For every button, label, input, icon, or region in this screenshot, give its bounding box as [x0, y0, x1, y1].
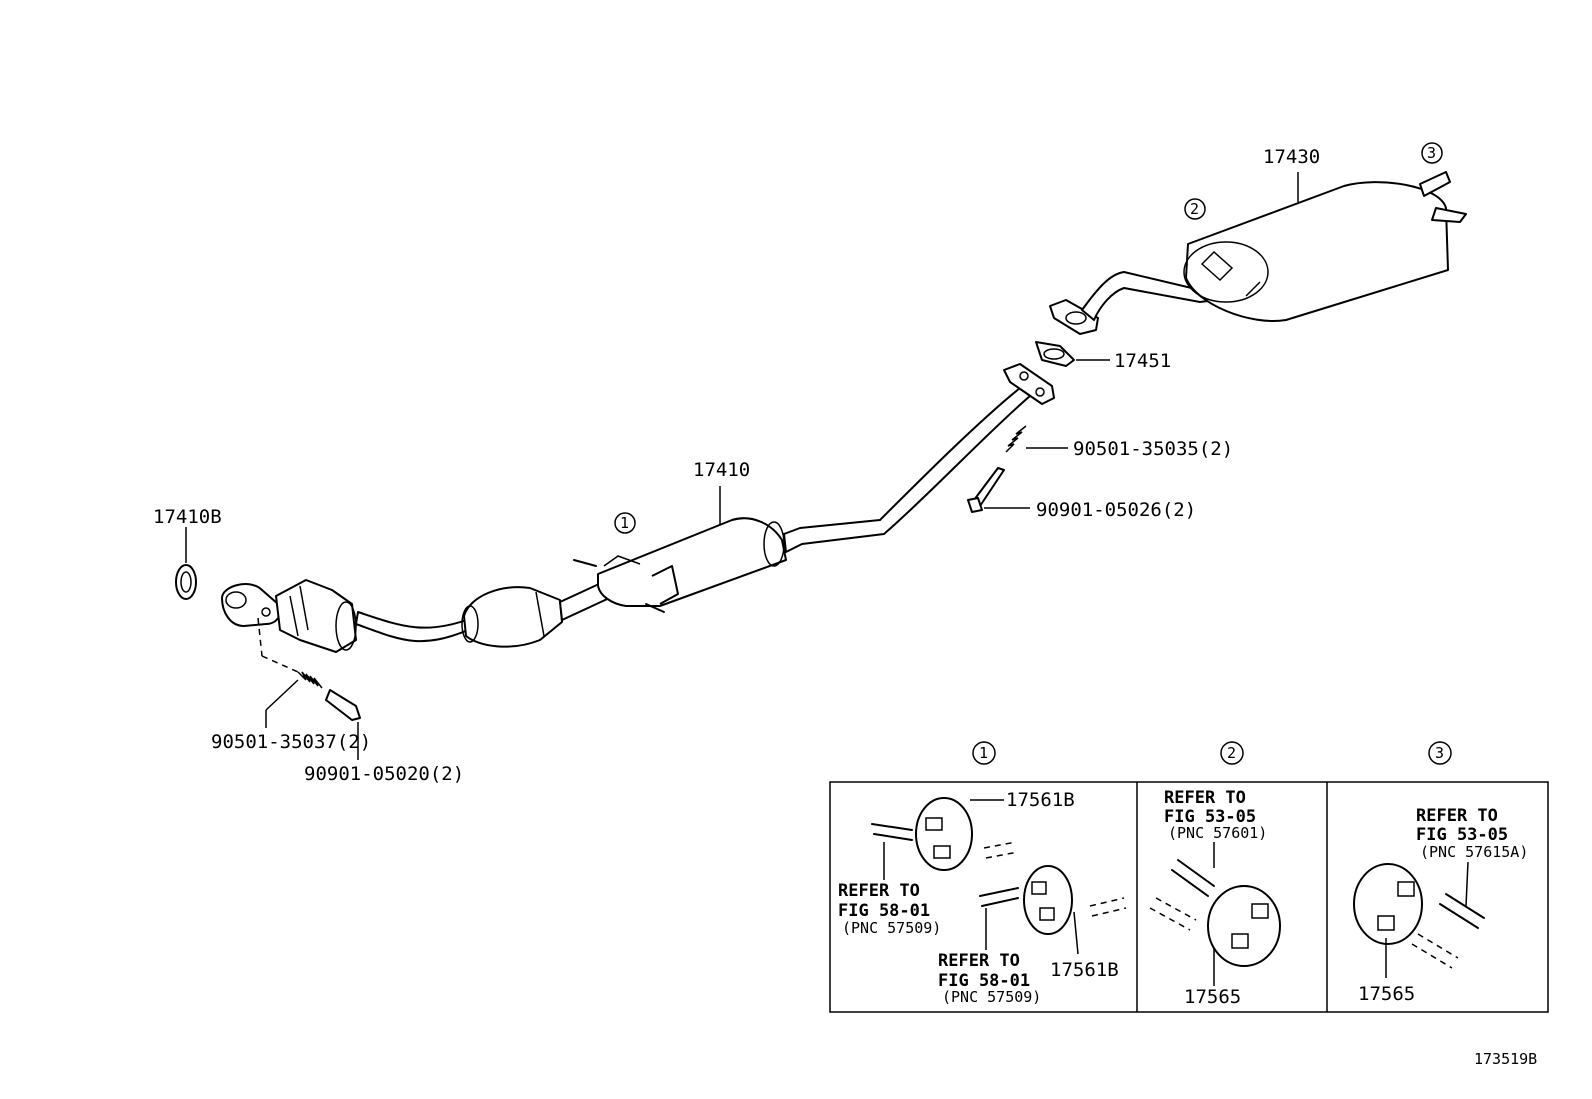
box2-part[interactable]: 17565: [1184, 986, 1241, 1008]
box1-ref-a-line2: FIG 58-01: [838, 901, 930, 921]
gasket-17410b-drawing: [175, 527, 197, 600]
box1-ref-b-line2: FIG 58-01: [938, 971, 1030, 991]
box1-callout-label: 1: [979, 744, 988, 762]
rear-fasteners-drawing: [967, 425, 1068, 513]
callout-2-marker: [1184, 198, 1206, 220]
box2-ref-line1: REFER TO: [1164, 788, 1246, 808]
box2-callout-label: 2: [1227, 744, 1236, 762]
figure-id: 173519B: [1474, 1050, 1537, 1068]
box2-ref-line2: FIG 53-05: [1164, 807, 1256, 827]
part-label-90501-35035[interactable]: 90501-35035(2): [1073, 438, 1233, 460]
part-label-90501-35037[interactable]: 90501-35037(2): [211, 731, 371, 753]
box1-part-bottom[interactable]: 17561B: [1050, 959, 1119, 981]
box1-ref-b-line1: REFER TO: [938, 951, 1020, 971]
box3-callout-label: 3: [1435, 744, 1444, 762]
box3-ref-line1: REFER TO: [1416, 806, 1498, 826]
box2-ref-line3: (PNC 57601): [1168, 824, 1267, 842]
callout-3-label: 3: [1427, 144, 1436, 162]
box3-callout-marker: [1428, 741, 1452, 765]
box3-part[interactable]: 17565: [1358, 983, 1415, 1005]
callout-2-label: 2: [1190, 200, 1199, 218]
callout-1-marker: [614, 512, 636, 534]
box3-hanger-drawing: [1353, 861, 1485, 978]
gasket-17451-drawing: [1035, 341, 1110, 367]
part-label-17451[interactable]: 17451: [1114, 350, 1171, 372]
front-fasteners-drawing: [257, 617, 361, 760]
part-label-90901-05026[interactable]: 90901-05026(2): [1036, 499, 1196, 521]
part-label-17410[interactable]: 17410: [693, 459, 750, 481]
front-pipe-17410-drawing: [221, 363, 1055, 653]
box3-ref-line3: (PNC 57615A): [1420, 843, 1528, 861]
box2-hanger-drawing: [1149, 842, 1281, 986]
callout-1-label: 1: [620, 514, 629, 532]
detail-box-frame: [829, 781, 1549, 1013]
box1-part-top[interactable]: 17561B: [1006, 789, 1075, 811]
box3-ref-line2: FIG 53-05: [1416, 825, 1508, 845]
box1-callout-marker: [972, 741, 996, 765]
box1-ref-a-line3: (PNC 57509): [842, 919, 941, 937]
callout-3-marker: [1421, 142, 1443, 164]
part-label-90901-05020[interactable]: 90901-05020(2): [304, 763, 464, 785]
box1-ref-b-line3: (PNC 57509): [942, 988, 1041, 1006]
box2-callout-marker: [1220, 741, 1244, 765]
box1-ref-a-line1: REFER TO: [838, 881, 920, 901]
part-label-17410b[interactable]: 17410B: [153, 506, 222, 528]
part-label-17430[interactable]: 17430: [1263, 146, 1320, 168]
box1-hangers-drawing: [871, 797, 1127, 955]
muffler-17430-drawing: [1049, 171, 1467, 335]
